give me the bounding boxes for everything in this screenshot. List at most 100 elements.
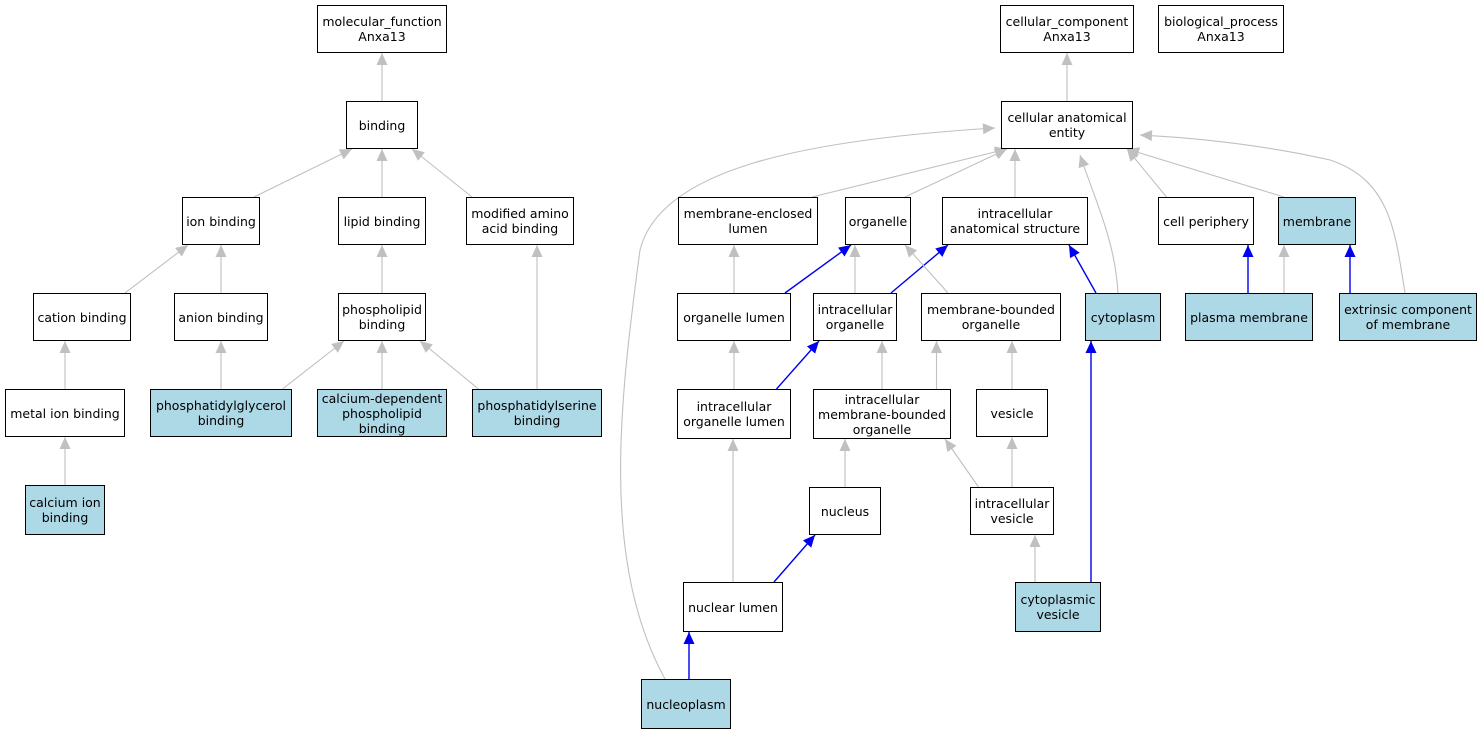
term-label: cellular_component Anxa13 xyxy=(1005,14,1129,44)
term-node-pm: plasma membrane xyxy=(1185,293,1313,341)
term-label: phosphatidylglycerol binding xyxy=(155,398,287,428)
term-node-nuc: nucleus xyxy=(809,487,881,535)
term-node-ecm: extrinsic component of membrane xyxy=(1339,293,1477,341)
edge-arrowhead xyxy=(376,53,388,65)
edge-arrowhead xyxy=(331,341,344,353)
term-label: intracellular organelle xyxy=(817,302,893,332)
term-node-ias: intracellular anatomical structure xyxy=(942,197,1088,245)
term-label: membrane xyxy=(1282,213,1352,229)
edge-orgl-to-org xyxy=(784,244,852,294)
term-label: intracellular vesicle xyxy=(974,496,1050,526)
edge-arrowhead xyxy=(1085,341,1097,353)
edge-arrowhead xyxy=(993,149,1007,160)
term-label: nuclear lumen xyxy=(688,599,778,615)
term-label: phosphatidylserine binding xyxy=(477,398,597,428)
term-label: plasma membrane xyxy=(1190,309,1308,325)
edge-arrowhead xyxy=(376,245,388,257)
term-label: molecular_function Anxa13 xyxy=(322,14,442,44)
term-label: ion binding xyxy=(186,213,256,229)
term-node-bp: biological_process Anxa13 xyxy=(1158,5,1284,53)
term-node-cv: cytoplasmic vesicle xyxy=(1015,582,1101,632)
edge-arrowhead xyxy=(1242,245,1254,257)
edge-arrowhead xyxy=(982,123,995,135)
term-label: cation binding xyxy=(37,309,127,325)
term-node-ves: vesicle xyxy=(976,389,1048,437)
edge-arrowhead xyxy=(935,245,948,257)
term-node-mbo: membrane-bounded organelle xyxy=(921,293,1061,341)
edge-arrowhead xyxy=(728,245,740,257)
term-node-anionb: anion binding xyxy=(174,293,268,341)
edge-cyto-to-cae xyxy=(1079,154,1119,294)
term-label: organelle xyxy=(848,213,908,229)
edge-mem-to-cae xyxy=(1126,148,1285,198)
edge-arrowhead xyxy=(420,341,433,353)
edge-arrowhead xyxy=(59,341,71,353)
edge-arrowhead xyxy=(1140,130,1153,142)
term-label: organelle lumen xyxy=(683,309,785,325)
term-node-mel: membrane-enclosed lumen xyxy=(678,197,818,245)
term-label: phospholipid binding xyxy=(342,302,422,332)
edge-arrowhead xyxy=(1078,155,1090,169)
edge-arrowhead xyxy=(1029,535,1041,547)
edge-psb-to-phosb xyxy=(419,340,479,390)
edge-arrowhead xyxy=(175,245,188,257)
term-node-org: organelle xyxy=(845,197,911,245)
term-node-cyto: cytoplasm xyxy=(1085,293,1161,341)
term-node-orgl: organelle lumen xyxy=(677,293,791,341)
edge-arrowhead xyxy=(338,149,352,160)
edge-arrowhead xyxy=(1127,147,1141,158)
edge-ecm-to-cae xyxy=(1139,134,1406,294)
edge-arrowhead xyxy=(1061,53,1073,65)
edge-arrowhead xyxy=(838,245,851,257)
term-label: nucleus xyxy=(820,503,870,519)
edge-arrowhead xyxy=(1006,437,1018,449)
edge-modaa-to-binding xyxy=(411,148,473,198)
edge-arrowhead xyxy=(376,149,388,161)
term-label: lipid binding xyxy=(343,213,421,229)
term-label: intracellular membrane-bounded organelle xyxy=(818,391,946,437)
edge-arrowhead xyxy=(905,245,918,258)
term-label: biological_process Anxa13 xyxy=(1164,14,1278,44)
term-node-lipidb: lipid binding xyxy=(338,197,426,245)
edge-arrowhead xyxy=(376,341,388,353)
term-label: membrane-bounded organelle xyxy=(927,302,1055,332)
term-node-iv: intracellular vesicle xyxy=(970,487,1054,535)
edge-arrowhead xyxy=(1278,245,1290,257)
term-label: cytoplasmic vesicle xyxy=(1020,592,1096,622)
term-node-pgb: phosphatidylglycerol binding xyxy=(150,389,292,437)
edge-pgb-to-phosb xyxy=(282,340,345,390)
edge-arrowhead xyxy=(683,632,695,644)
term-node-np: nucleoplasm xyxy=(641,679,731,729)
term-node-cationb: cation binding xyxy=(33,293,131,341)
edge-arrowhead xyxy=(876,341,888,353)
edge-arrowhead xyxy=(1069,245,1080,259)
term-label: membrane-enclosed lumen xyxy=(683,206,813,236)
term-node-phosb: phospholipid binding xyxy=(338,293,426,341)
term-node-cp: cell periphery xyxy=(1158,197,1254,245)
edge-arrowhead xyxy=(1344,245,1356,257)
edge-arrowhead xyxy=(945,439,957,452)
term-node-cae: cellular anatomical entity xyxy=(1001,101,1133,149)
term-label: vesicle xyxy=(990,405,1034,421)
edge-org-to-cae xyxy=(904,148,1008,198)
term-label: anion binding xyxy=(178,309,264,325)
term-label: modified amino acid binding xyxy=(471,206,569,236)
term-label: calcium ion binding xyxy=(29,495,101,525)
term-node-cadpb: calcium-dependent phospholipid binding xyxy=(317,389,447,437)
term-label: extrinsic component of membrane xyxy=(1344,302,1472,332)
term-node-modaa: modified amino acid binding xyxy=(466,197,574,245)
term-label: intracellular organelle lumen xyxy=(683,399,785,429)
edge-arrowhead xyxy=(531,245,543,257)
edge-arrowhead xyxy=(728,341,740,353)
term-node-psb: phosphatidylserine binding xyxy=(472,389,602,437)
edge-arrowhead xyxy=(215,341,227,353)
edge-arrowhead xyxy=(412,149,425,161)
term-node-imbo: intracellular membrane-bounded organelle xyxy=(813,389,951,439)
term-node-mf: molecular_function Anxa13 xyxy=(317,5,447,53)
edge-arrowhead xyxy=(1127,149,1139,162)
term-label: nucleoplasm xyxy=(646,696,726,712)
edge-io-to-ias xyxy=(890,244,949,294)
term-label: cell periphery xyxy=(1163,213,1249,229)
edge-np-to-cae xyxy=(620,127,996,680)
